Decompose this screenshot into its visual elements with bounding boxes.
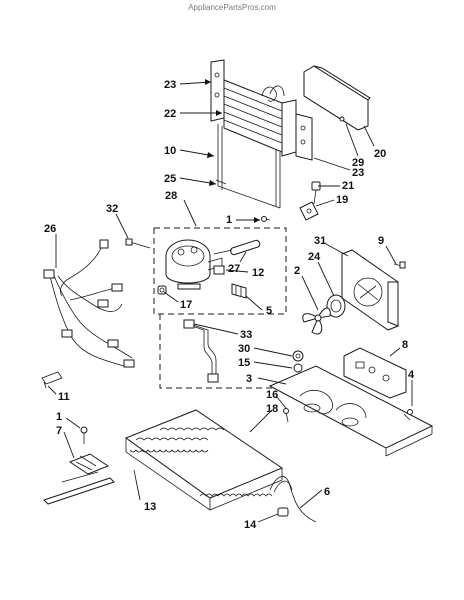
callout-8[interactable]: 8 bbox=[402, 339, 408, 351]
grommet[interactable] bbox=[157, 285, 167, 295]
callout-20[interactable]: 20 bbox=[374, 148, 386, 160]
filter-drier[interactable] bbox=[213, 239, 261, 256]
callout-15[interactable]: 15 bbox=[238, 357, 250, 369]
callout-13[interactable]: 13 bbox=[144, 501, 156, 513]
callout-28[interactable]: 28 bbox=[165, 190, 177, 202]
overload-connector[interactable] bbox=[231, 283, 247, 299]
callout-24[interactable]: 24 bbox=[308, 251, 321, 263]
callout-31[interactable]: 31 bbox=[314, 235, 326, 247]
drain-pan-coil[interactable] bbox=[124, 409, 284, 511]
base-screw-16[interactable] bbox=[283, 408, 289, 423]
callout-23-right[interactable]: 23 bbox=[352, 167, 364, 179]
condensate-bracket[interactable] bbox=[61, 453, 110, 483]
callout-22[interactable]: 22 bbox=[164, 108, 176, 120]
condenser-bracket-right[interactable] bbox=[295, 113, 313, 161]
callout-27[interactable]: 27 bbox=[228, 263, 240, 275]
plug-14[interactable] bbox=[277, 507, 289, 517]
callout-labels: 23 22 10 25 28 20 29 23 21 19 32 1 26 27… bbox=[44, 79, 415, 531]
base-screw-4[interactable] bbox=[403, 409, 413, 421]
callout-9[interactable]: 9 bbox=[378, 235, 384, 247]
drain-tube[interactable] bbox=[183, 319, 219, 383]
fan-motor[interactable] bbox=[326, 294, 346, 318]
relay[interactable] bbox=[213, 265, 225, 275]
heater-strip[interactable] bbox=[43, 477, 115, 505]
electrical-bracket[interactable] bbox=[343, 347, 407, 399]
condenser-assembly[interactable] bbox=[210, 59, 313, 161]
callout-10[interactable]: 10 bbox=[164, 145, 176, 157]
shroud-screw[interactable] bbox=[393, 261, 406, 269]
callout-3[interactable]: 3 bbox=[246, 373, 252, 385]
clip-bracket[interactable] bbox=[299, 201, 319, 221]
callout-17[interactable]: 17 bbox=[180, 299, 192, 311]
mounting-bolt[interactable] bbox=[125, 238, 151, 249]
bracket-screw-1[interactable] bbox=[80, 426, 88, 444]
condenser-coil[interactable] bbox=[223, 79, 283, 153]
callout-29[interactable]: 29 bbox=[352, 157, 364, 169]
callout-14[interactable]: 14 bbox=[244, 519, 257, 531]
fan-blade[interactable] bbox=[302, 307, 331, 335]
callout-21[interactable]: 21 bbox=[342, 180, 354, 192]
compressor-kit-box bbox=[153, 227, 287, 315]
screw[interactable] bbox=[339, 116, 349, 125]
fan-shroud[interactable] bbox=[341, 249, 399, 331]
callout-23[interactable]: 23 bbox=[164, 79, 176, 91]
leader-lines bbox=[47, 79, 413, 523]
service-valve[interactable] bbox=[311, 181, 321, 205]
machine-base[interactable] bbox=[268, 365, 434, 457]
callout-16[interactable]: 16 bbox=[266, 389, 278, 401]
callout-5[interactable]: 5 bbox=[266, 305, 272, 317]
callout-12[interactable]: 12 bbox=[252, 267, 264, 279]
callout-32[interactable]: 32 bbox=[106, 203, 118, 215]
small-screw-top[interactable] bbox=[261, 216, 271, 222]
condenser-end-plate-right[interactable] bbox=[281, 99, 297, 157]
callout-25[interactable]: 25 bbox=[164, 173, 176, 185]
condenser-wire-grid[interactable] bbox=[215, 124, 281, 209]
callout-19[interactable]: 19 bbox=[336, 194, 348, 206]
callout-26[interactable]: 26 bbox=[44, 223, 56, 235]
callout-4[interactable]: 4 bbox=[408, 369, 415, 381]
drain-tube-6[interactable] bbox=[269, 476, 317, 523]
callout-30[interactable]: 30 bbox=[238, 343, 250, 355]
callout-2[interactable]: 2 bbox=[294, 265, 300, 277]
spacer-15[interactable] bbox=[293, 363, 303, 373]
callout-1-top[interactable]: 1 bbox=[226, 214, 232, 226]
callout-6[interactable]: 6 bbox=[324, 486, 330, 498]
rubber-grommet-30[interactable] bbox=[292, 350, 304, 362]
cover-panel[interactable] bbox=[303, 65, 371, 131]
callout-7[interactable]: 7 bbox=[56, 425, 62, 437]
wire-harness[interactable] bbox=[43, 239, 135, 368]
clip-11[interactable] bbox=[41, 371, 63, 389]
callout-18[interactable]: 18 bbox=[266, 403, 278, 415]
watermark: AppliancePartsPros.com bbox=[188, 3, 276, 12]
callout-33[interactable]: 33 bbox=[240, 329, 252, 341]
callout-1-bottom[interactable]: 1 bbox=[56, 411, 62, 423]
callout-11[interactable]: 11 bbox=[58, 391, 70, 403]
compressor[interactable] bbox=[165, 239, 223, 290]
